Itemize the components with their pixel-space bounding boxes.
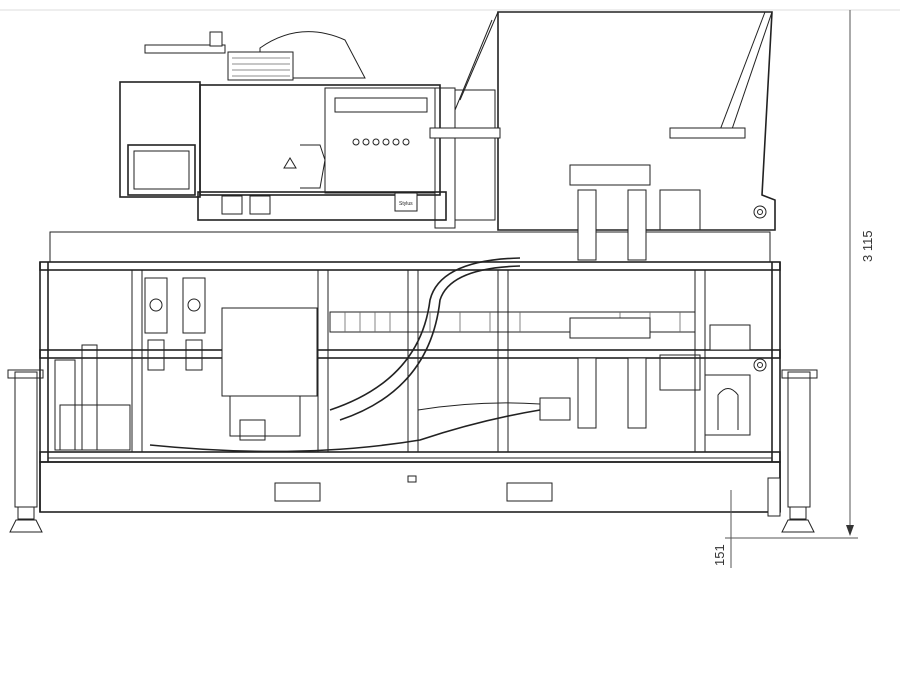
main-frame	[39, 231, 781, 513]
clearance-dimension: 151	[712, 490, 732, 568]
control-module: Stylus	[119, 31, 501, 229]
indicator-lights	[352, 138, 410, 146]
display-screen	[127, 144, 196, 196]
internal-components	[48, 164, 772, 459]
overall-height-label: 3 115	[860, 230, 875, 262]
control-buttons: Stylus	[221, 192, 418, 215]
height-dimension: 3 115	[725, 10, 875, 539]
arrow-down-icon	[846, 525, 854, 536]
leveling-foot-right	[767, 369, 818, 533]
logo-text: Stylus	[399, 201, 413, 207]
foot-clearance-label: 151	[712, 544, 727, 566]
valves-left	[144, 277, 206, 371]
leveling-foot-left	[7, 369, 44, 533]
hopper	[454, 11, 776, 231]
valves-right	[539, 164, 701, 429]
